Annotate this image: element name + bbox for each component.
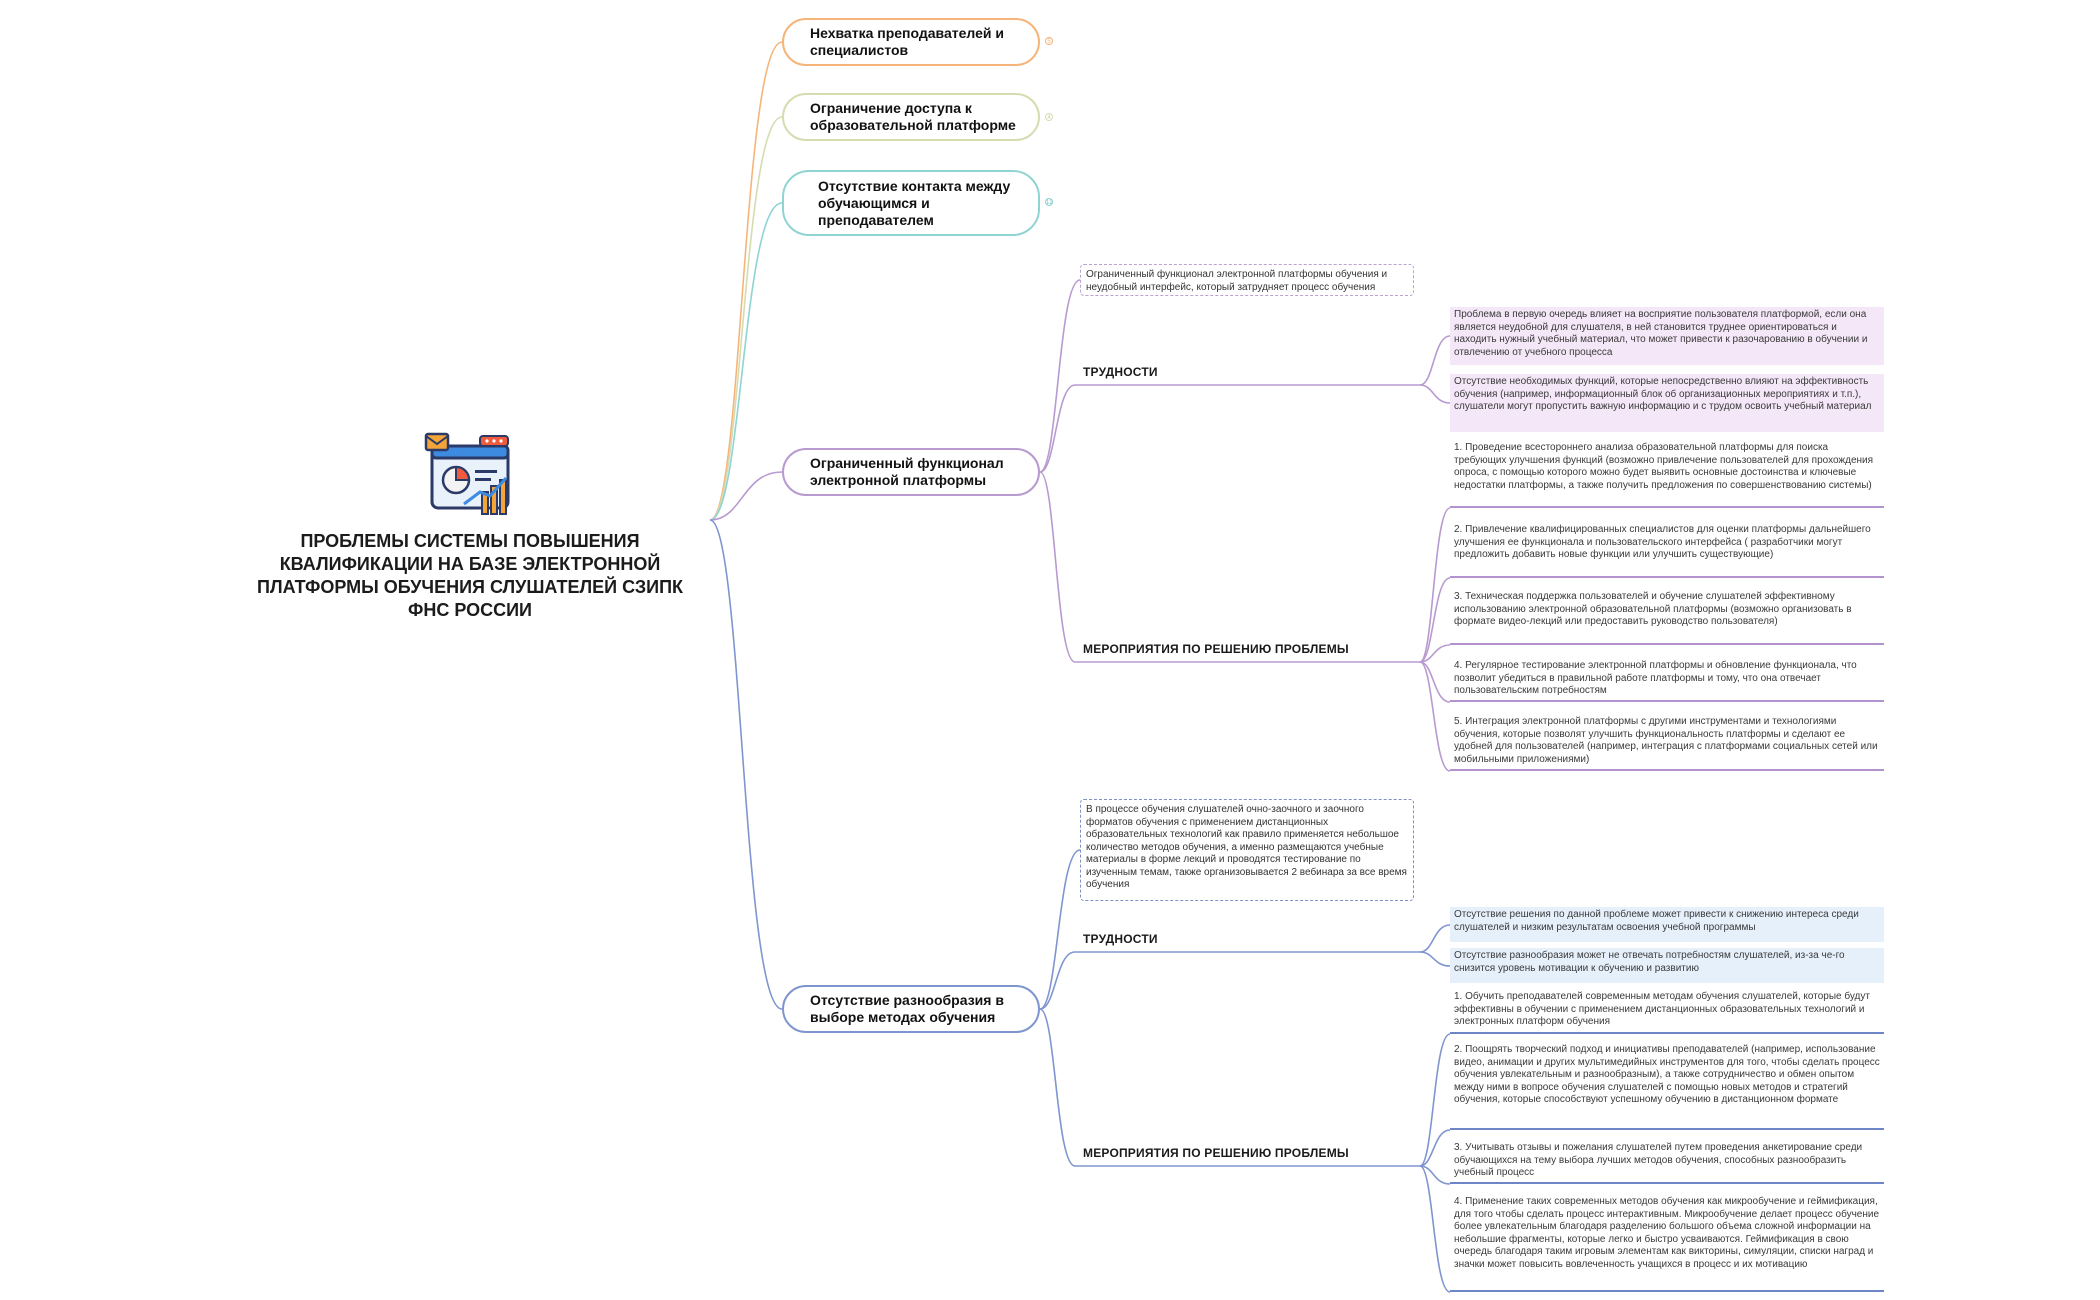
difficulty-item[interactable]: Отсутствие необходимых функций, которые …	[1450, 374, 1884, 432]
difficulty-item[interactable]: Проблема в первую очередь влияет на восп…	[1450, 307, 1884, 365]
difficulty-item[interactable]: Отсутствие разнообразия может не отвечат…	[1450, 948, 1884, 983]
connector-root-b4	[709, 471, 783, 521]
connector-b5-difficulties	[1039, 951, 1076, 1010]
collapsed-count-badge[interactable]: 4	[1045, 113, 1053, 121]
connector-b4-callout	[1039, 279, 1081, 473]
connector-b5-difficulty-0	[1419, 924, 1451, 953]
difficulties-label[interactable]: ТРУДНОСТИ	[1083, 365, 1158, 379]
connector-b4-measure-0	[1419, 507, 1451, 663]
topic-label: Ограничение доступа к образовательной пл…	[810, 100, 1016, 133]
topic-label: Ограниченный функционал электронной плат…	[810, 455, 1004, 488]
callout-note[interactable]: Ограниченный функционал электронной плат…	[1080, 264, 1414, 296]
measures-label[interactable]: МЕРОПРИЯТИЯ ПО РЕШЕНИЮ ПРОБЛЕМЫ	[1083, 1146, 1349, 1160]
callout-note[interactable]: В процессе обучения слушателей очно-заоч…	[1080, 799, 1414, 901]
topic-limited-functionality[interactable]: Ограниченный функционал электронной плат…	[782, 448, 1040, 496]
connector-b4-measure-1	[1419, 577, 1451, 663]
measure-item[interactable]: 1. Проведение всестороннего анализа обра…	[1450, 440, 1884, 508]
connector-root-b5	[709, 519, 783, 1010]
measure-item[interactable]: 2. Поощрять творческий подход и инициати…	[1450, 1042, 1884, 1130]
connector-b5-measure-1	[1419, 1129, 1451, 1167]
measure-item[interactable]: 1. Обучить преподавателей современным ме…	[1450, 989, 1884, 1034]
measure-item[interactable]: 3. Техническая поддержка пользователей и…	[1450, 589, 1884, 645]
topic-label: Нехватка преподавателей и специалистов	[810, 25, 1004, 58]
connector-b5-difficulty-1	[1419, 951, 1451, 967]
connector-root-b1	[709, 41, 783, 521]
connector-root-b2	[709, 116, 783, 521]
connector-b5-measure-2	[1419, 1165, 1451, 1185]
connector-b5-measure-0	[1419, 1033, 1451, 1167]
connector-b4-measure-2	[1419, 644, 1451, 663]
connector-root-b3	[709, 202, 783, 521]
topic-no-contact[interactable]: Отсутствие контакта между обучающимся и …	[782, 170, 1040, 236]
connector-b5-measure-3	[1419, 1165, 1451, 1293]
topic-platform-access[interactable]: Ограничение доступа к образовательной пл…	[782, 93, 1040, 141]
connector-b4-measure-4	[1419, 661, 1451, 772]
collapsed-count-badge[interactable]: 5	[1045, 37, 1053, 45]
topic-methods-variety[interactable]: Отсутствие разнообразия в выборе методах…	[782, 985, 1040, 1033]
connector-b4-difficulty-1	[1419, 384, 1451, 404]
measure-item[interactable]: 5. Интеграция электронной платформы с др…	[1450, 714, 1884, 771]
difficulty-item[interactable]: Отсутствие решения по данной проблеме мо…	[1450, 907, 1884, 942]
connector-b4-difficulties	[1039, 384, 1076, 473]
connector-b4-measure-3	[1419, 661, 1451, 703]
topic-staff-shortage[interactable]: Нехватка преподавателей и специалистов	[782, 18, 1040, 66]
measure-item[interactable]: 3. Учитывать отзывы и пожелания слушател…	[1450, 1140, 1884, 1184]
connector-b4-difficulty-0	[1419, 335, 1451, 386]
collapsed-count-badge[interactable]: 12	[1045, 198, 1053, 206]
difficulties-label[interactable]: ТРУДНОСТИ	[1083, 932, 1158, 946]
connector-b4-measures	[1039, 471, 1076, 663]
central-topic[interactable]: ПРОБЛЕМЫ СИСТЕМЫ ПОВЫШЕНИЯ КВАЛИФИКАЦИИ …	[257, 531, 683, 620]
connector-b5-measures	[1039, 1008, 1076, 1167]
analytics-dashboard-icon	[420, 432, 520, 522]
connector-b5-callout	[1039, 849, 1081, 1010]
measures-label[interactable]: МЕРОПРИЯТИЯ ПО РЕШЕНИЮ ПРОБЛЕМЫ	[1083, 642, 1349, 656]
measure-item[interactable]: 2. Привлечение квалифицированных специал…	[1450, 522, 1884, 578]
measure-item[interactable]: 4. Регулярное тестирование электронной п…	[1450, 658, 1884, 702]
topic-label: Отсутствие разнообразия в выборе методах…	[810, 992, 1004, 1025]
measure-item[interactable]: 4. Применение таких современных методов …	[1450, 1194, 1884, 1292]
topic-label: Отсутствие контакта между обучающимся и …	[818, 177, 1011, 228]
